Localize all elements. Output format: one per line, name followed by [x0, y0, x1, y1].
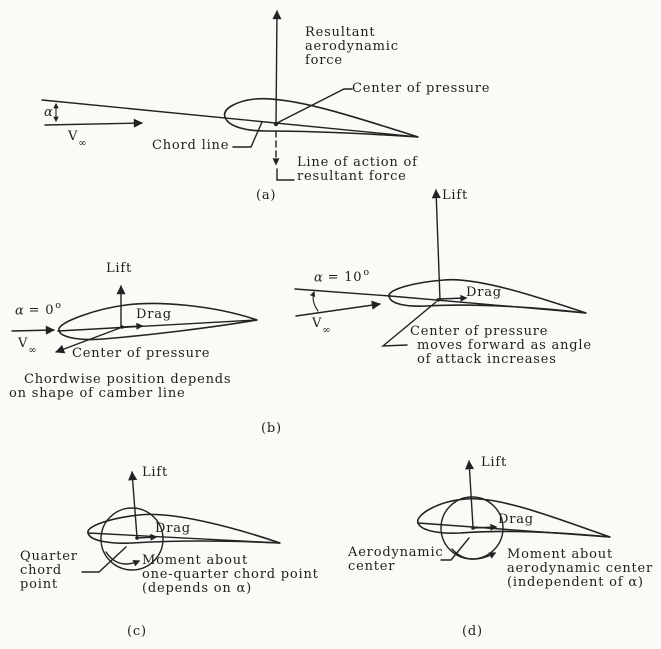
chord-line-d: [417, 522, 611, 538]
panel-c-linework: [81, 471, 281, 573]
center-of-pressure-leader-b-left: [55, 327, 121, 354]
center-of-pressure-label-b-left: Center of pressure: [72, 346, 211, 361]
quarter-chord-dot: [135, 536, 139, 540]
panel-b-left-linework: [11, 285, 258, 354]
alpha-ten-label: α= 10o: [314, 267, 370, 286]
quarter-chord-leader: [81, 546, 127, 573]
center-of-pressure-moves-label: Center of pressure moves forward as angl…: [410, 324, 592, 367]
freestream-arrow-a: [44, 118, 143, 128]
freestream-arrow-b-right: [295, 300, 381, 317]
drag-label-b-right: Drag: [466, 285, 502, 300]
panel-b-caption: (b): [261, 421, 282, 436]
drag-arrow-c: [136, 533, 158, 541]
aerodynamic-center-leader: [440, 537, 470, 561]
chord-line-c: [87, 532, 281, 544]
airfoil-a: [223, 97, 419, 138]
center-of-pressure-dot-b-left: [120, 325, 124, 329]
resultant-force-arrow: [272, 10, 282, 125]
lift-label-c: Lift: [142, 465, 169, 480]
freestream-label-a: V∞: [68, 129, 88, 149]
lift-arrow-d: [464, 460, 475, 528]
infinity-subscript: ∞: [322, 324, 332, 336]
drag-label-c: Drag: [155, 521, 191, 536]
lift-arrow-c: [128, 471, 138, 538]
panel-b-right-linework: [294, 189, 587, 347]
chord-line-label: Chord line: [152, 138, 230, 153]
line-of-action-label: Line of action of resultant force: [297, 155, 418, 184]
drag-arrow-b-right: [437, 294, 468, 302]
lift-label-b-left: Lift: [106, 261, 133, 276]
moment-arrow-d: [451, 548, 497, 560]
infinity-subscript: ∞: [78, 137, 88, 149]
camber-caption: Chordwise position depends on shape of c…: [9, 372, 232, 401]
panel-d-linework: [417, 460, 611, 561]
chord-line-b-left: [57, 319, 258, 332]
chord-extension-b-right: [294, 288, 391, 297]
moment-quarter-chord-label: Moment about one-quarter chord point (de…: [142, 553, 319, 596]
airfoil-b-left: [58, 302, 258, 341]
drag-arrow-d: [472, 523, 498, 531]
chord-line-b-right: [389, 295, 587, 314]
freestream-arrow-b-left: [11, 325, 55, 335]
center-of-pressure-label-a: Center of pressure: [352, 81, 491, 96]
infinity-subscript: ∞: [28, 344, 38, 356]
chord-line-leader: [232, 121, 263, 148]
panel-a-caption: (a): [256, 188, 277, 203]
panel-d-caption: (d): [462, 624, 483, 639]
quarter-chord-point-label: Quarter chord point: [20, 549, 78, 592]
freestream-label-b-left: V∞: [18, 336, 38, 356]
alpha-zero-label: α= 0o: [15, 300, 62, 319]
freestream-label-b-right: V∞: [312, 316, 332, 336]
center-of-pressure-leader-a: [276, 88, 353, 124]
alpha-arc-b-right: [310, 290, 319, 312]
drag-arrow-b-left: [121, 322, 144, 330]
chord-line-a: [41, 99, 419, 138]
moment-arrow-c: [105, 551, 141, 567]
panel-c-caption: (c): [127, 624, 147, 639]
lift-label-d: Lift: [481, 455, 508, 470]
alpha-label-a: α: [44, 105, 54, 120]
moment-aerodynamic-center-label: Moment about aerodynamic center (indepen…: [507, 547, 654, 590]
resultant-force-label: Resultant aerodynamic force: [305, 25, 399, 68]
line-of-action-elbow: [276, 168, 295, 181]
aerodynamic-center-dot: [471, 526, 475, 530]
drag-label-b-left: Drag: [136, 307, 172, 322]
drag-label-d: Drag: [498, 512, 534, 527]
aerodynamic-center-label: Aerodynamic center: [348, 545, 444, 574]
lift-arrow-b-right: [431, 189, 441, 301]
moment-circle-c: [100, 507, 164, 571]
panel-a-linework: [41, 10, 419, 181]
center-of-pressure-dot-b-right: [436, 298, 440, 302]
lift-label-b-right: Lift: [442, 188, 469, 203]
center-of-pressure-leader-b-right: [380, 301, 437, 347]
